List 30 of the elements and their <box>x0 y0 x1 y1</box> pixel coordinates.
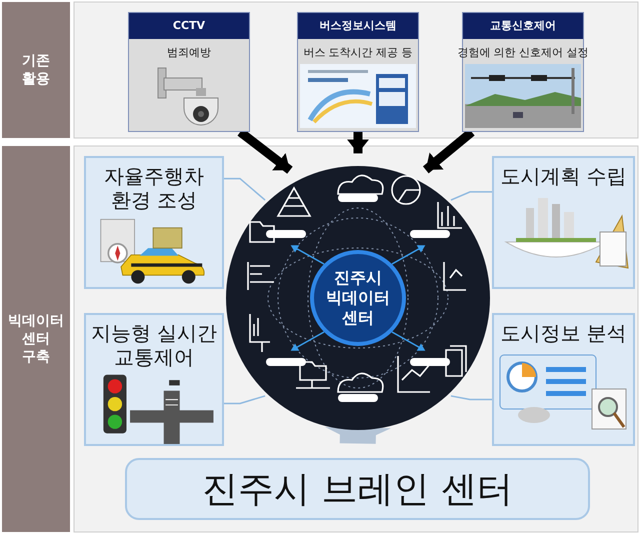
system-card <box>128 12 250 132</box>
card-description: 범죄예방 <box>167 45 211 60</box>
arrow <box>347 132 369 154</box>
leader-line <box>224 395 266 404</box>
banner-title: 진주시 브레인 센터 <box>202 468 513 512</box>
leader-line <box>450 395 492 400</box>
card-description: 경험에 의한 신호제어 설정 <box>457 45 589 60</box>
leader-line <box>450 191 492 201</box>
section-label: 빅데이터 센터 구축 <box>7 312 65 366</box>
system-card <box>297 12 419 132</box>
arrow <box>325 427 392 444</box>
card-header: CCTV <box>129 13 249 39</box>
card-header: 버스정보시스템 <box>298 13 418 39</box>
hub-title: 진주시 빅데이터 센터 <box>325 268 391 328</box>
hub-circle <box>226 166 490 430</box>
card-description: 버스 도착시간 제공 등 <box>303 45 413 60</box>
card-title: 자율주행차 환경 조성 <box>103 164 205 212</box>
result-banner <box>125 458 590 520</box>
card-title: 지능형 실시간 교통제어 <box>90 321 218 369</box>
feature-card <box>492 156 635 289</box>
card-title: 도시정보 분석 <box>499 321 628 345</box>
feature-card <box>492 313 635 446</box>
section-label-band <box>2 2 70 138</box>
card-title: 도시계획 수립 <box>499 164 628 188</box>
section-label-band <box>2 146 70 532</box>
section-label: 기존 활용 <box>21 52 51 88</box>
leader-line <box>224 178 266 201</box>
feature-card <box>84 313 224 446</box>
card-header: 교통신호제어 <box>463 13 583 39</box>
feature-card <box>84 156 224 289</box>
